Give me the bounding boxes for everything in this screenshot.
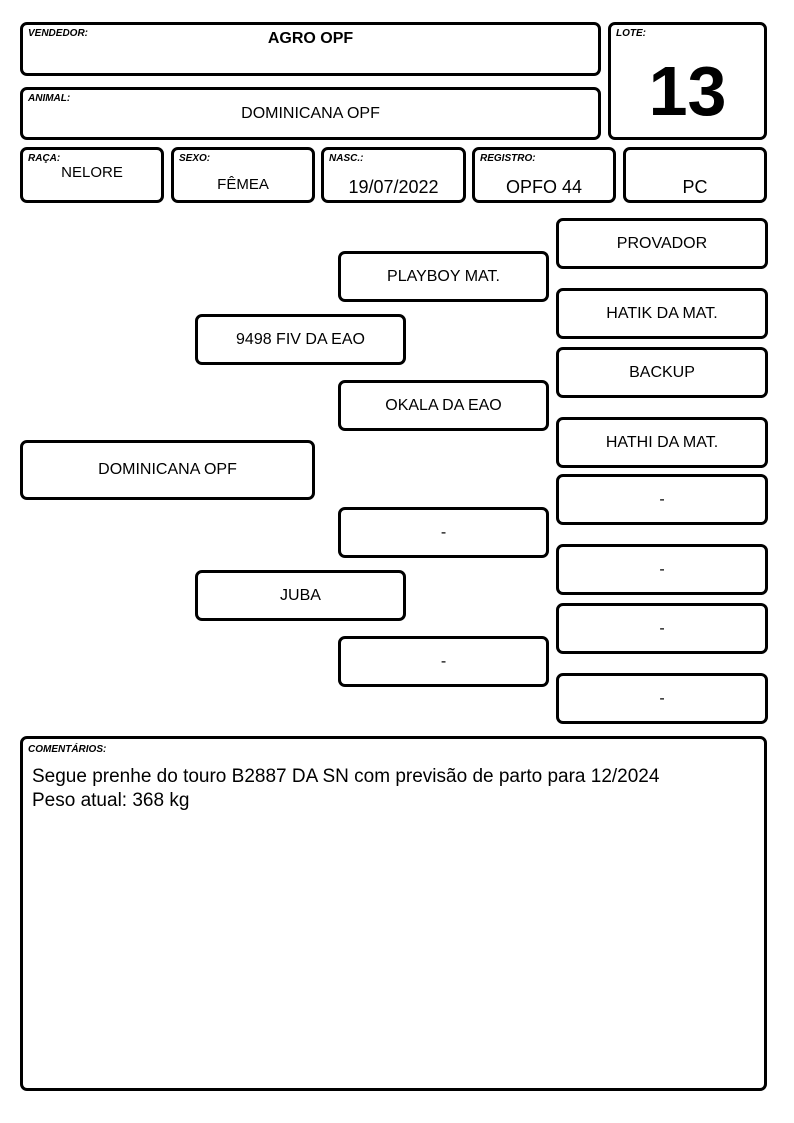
sexo-value: FÊMEA: [217, 176, 269, 193]
comments-label: COMENTÁRIOS:: [28, 744, 107, 755]
pedigree-dam-sire: -: [338, 507, 549, 558]
pedigree-g3-1: PROVADOR: [556, 218, 768, 269]
pedigree-sire-sire: PLAYBOY MAT.: [338, 251, 549, 302]
pedigree-animal: DOMINICANA OPF: [20, 440, 315, 500]
lote-field: LOTE: 13: [608, 22, 767, 140]
pedigree-g3-7: -: [556, 603, 768, 654]
vendedor-field: VENDEDOR: AGRO OPF: [20, 22, 601, 76]
tipo-field: PC: [623, 147, 767, 203]
sexo-label: SEXO:: [179, 153, 211, 164]
comments-line-2: Peso atual: 368 kg: [32, 790, 190, 811]
lote-number: 13: [648, 52, 727, 130]
vendedor-value: AGRO OPF: [267, 30, 354, 47]
animal-field: ANIMAL: DOMINICANA OPF: [20, 87, 601, 140]
tipo-value: PC: [682, 177, 708, 197]
animal-label: ANIMAL:: [28, 93, 71, 104]
pedigree-dam: JUBA: [195, 570, 406, 621]
raca-field: RAÇA: NELORE: [20, 147, 164, 203]
comments-box: COMENTÁRIOS: Segue prenhe do touro B2887…: [20, 736, 767, 1091]
animal-value: DOMINICANA OPF: [241, 105, 380, 122]
registro-value: OPFO 44: [505, 177, 583, 197]
pedigree-g3-3: BACKUP: [556, 347, 768, 398]
registro-label: REGISTRO:: [480, 153, 536, 164]
nasc-label: NASC.:: [329, 153, 364, 164]
pedigree-g3-2: HATIK DA MAT.: [556, 288, 768, 339]
pedigree-sire: 9498 FIV DA EAO: [195, 314, 406, 365]
vendedor-label: VENDEDOR:: [28, 28, 89, 39]
pedigree-dam-dam: -: [338, 636, 549, 687]
pedigree-g3-4: HATHI DA MAT.: [556, 417, 768, 468]
pedigree-g3-6: -: [556, 544, 768, 595]
pedigree-sire-dam: OKALA DA EAO: [338, 380, 549, 431]
raca-value: NELORE: [61, 164, 123, 181]
nasc-value: 19/07/2022: [348, 177, 439, 197]
pedigree-g3-8: -: [556, 673, 768, 724]
lote-label: LOTE:: [616, 28, 646, 39]
sexo-field: SEXO: FÊMEA: [171, 147, 315, 203]
pedigree-g3-5: -: [556, 474, 768, 525]
comments-text: Segue prenhe do touro B2887 DA SN com pr…: [32, 765, 659, 813]
registro-field: REGISTRO: OPFO 44: [472, 147, 616, 203]
raca-label: RAÇA:: [28, 153, 61, 164]
nasc-field: NASC.: 19/07/2022: [321, 147, 466, 203]
comments-line-1: Segue prenhe do touro B2887 DA SN com pr…: [32, 766, 660, 787]
